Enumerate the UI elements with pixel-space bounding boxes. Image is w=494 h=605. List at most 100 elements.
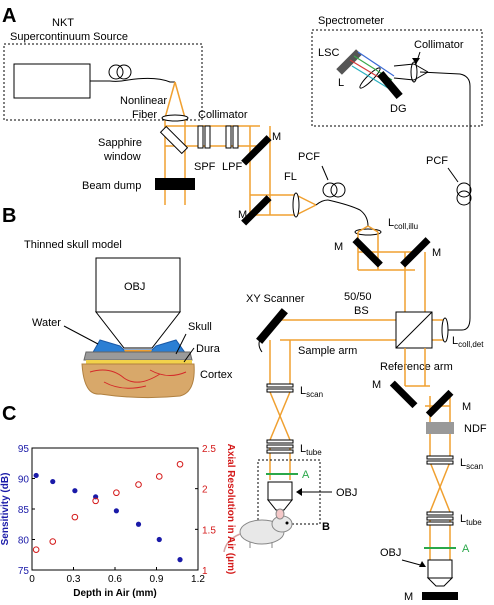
fiber-loop-2 xyxy=(116,64,132,80)
mirror-ref-2 xyxy=(425,389,454,418)
y-right-tick-label: 1 xyxy=(202,566,208,577)
spectrometer-l-label: L xyxy=(338,77,344,89)
lscan-label-2: Lscan xyxy=(460,457,483,471)
model-objective-tip xyxy=(94,311,182,349)
collimator-label: Collimator xyxy=(198,109,248,121)
spf-filter-2 xyxy=(204,125,211,149)
objective-1-body xyxy=(267,481,293,501)
sensitivity-point xyxy=(72,488,78,494)
lscan-lens-1b xyxy=(266,388,294,393)
dg-label: DG xyxy=(390,103,407,115)
obj-2-arrowhead xyxy=(419,561,426,567)
lpf-filter-2 xyxy=(232,125,239,149)
skull-label: Skull xyxy=(188,321,212,333)
ltube-lens-1b xyxy=(266,444,294,449)
reference-mirror-label: M xyxy=(404,591,413,603)
resolution-point xyxy=(135,481,142,488)
lcoll-det-label: Lcoll,det xyxy=(452,335,484,349)
y-right-tick-label: 2 xyxy=(202,485,208,496)
reference-mirror xyxy=(422,592,458,600)
water-pointer xyxy=(63,325,99,345)
cortex-layer xyxy=(81,363,195,399)
x-tick-label: 0.6 xyxy=(108,574,122,585)
lcoll-det-lens xyxy=(441,317,449,343)
bs-label-1: 50/50 xyxy=(344,291,372,303)
sensitivity-point xyxy=(135,521,142,527)
beam-dump-label: Beam dump xyxy=(82,180,141,192)
sensitivity-point xyxy=(33,472,39,479)
mirror-2-label: M xyxy=(238,209,247,221)
x-tick-label: 0.3 xyxy=(67,574,81,585)
lscan-lens-2b xyxy=(426,460,454,465)
nonlinear-label: Nonlinear xyxy=(120,95,167,107)
skull-model-title: Thinned skull model xyxy=(24,239,122,251)
supercontinuum-label: Supercontinuum Source xyxy=(10,31,128,43)
y-right-axis-label: Axial Resolution in Air (μm) xyxy=(225,444,236,575)
beam-dump xyxy=(155,178,195,190)
bs-diagonal xyxy=(395,311,433,349)
mirror-2 xyxy=(241,195,272,226)
beam-reference-arm xyxy=(404,348,451,572)
nkt-source-box xyxy=(3,43,203,121)
ltube-lens-1c xyxy=(266,449,294,454)
pcf-1-pointer xyxy=(321,165,329,181)
pcf-loop-1 xyxy=(322,182,338,198)
lpf-label: LPF xyxy=(222,161,242,173)
spectrometer-label: Spectrometer xyxy=(318,15,384,27)
x-tick-label: 0.9 xyxy=(150,574,164,585)
resolution-point xyxy=(32,546,40,553)
y-left-tick-label: 75 xyxy=(18,566,30,577)
mirror-4 xyxy=(400,237,431,268)
y-left-tick-label: 95 xyxy=(18,444,30,455)
obj-1-arrowhead xyxy=(296,488,302,496)
ndf-filter xyxy=(426,422,454,434)
mouse-illustration xyxy=(223,508,293,553)
skull-layer xyxy=(83,351,193,361)
lsc-camera xyxy=(336,49,362,75)
sensitivity-point xyxy=(113,508,119,514)
spectrometer-lens xyxy=(359,67,381,89)
obj-1-label: OBJ xyxy=(336,487,357,499)
y-left-tick-label: 85 xyxy=(18,505,30,516)
mirror-ref-2-label: M xyxy=(462,401,471,413)
pcf-2-pointer xyxy=(447,167,459,183)
pcf-fiber-2 xyxy=(419,71,471,331)
y-right-tick-label: 2.5 xyxy=(202,444,216,455)
panel-c-label: C xyxy=(2,403,16,425)
laser-source xyxy=(13,63,91,99)
model-objective-body xyxy=(95,257,181,313)
lscan-lens-2a xyxy=(426,455,454,460)
ltube-lens-2c xyxy=(426,521,454,526)
lpf-filter xyxy=(225,125,232,149)
resolution-point xyxy=(49,538,57,545)
mirror-4-label: M xyxy=(432,247,441,259)
panel-b-label: B xyxy=(2,205,16,227)
y-left-axis-label: Sensitivity (dB) xyxy=(0,473,11,546)
ltube-label-2: Ltube xyxy=(460,513,482,527)
mirror-ref-1-label: M xyxy=(372,379,381,391)
sensitivity-point xyxy=(156,536,162,543)
ltube-lens-2b xyxy=(426,516,454,521)
mirror-1 xyxy=(241,135,272,166)
mirror-3 xyxy=(352,237,383,268)
resolution-point xyxy=(92,497,99,505)
resolution-point xyxy=(71,513,79,521)
nonlinear-fiber xyxy=(109,77,175,83)
y-left-tick-label: 80 xyxy=(18,536,30,547)
objective-2-tip xyxy=(426,577,454,587)
spectrometer-box xyxy=(311,29,483,127)
sensitivity-point xyxy=(177,557,183,563)
skull-pointer xyxy=(175,333,187,355)
water-label: Water xyxy=(32,317,61,329)
obj-2-label: OBJ xyxy=(380,547,401,559)
cortex-label: Cortex xyxy=(200,369,233,381)
cortex-vessels xyxy=(89,369,187,389)
pcf-2-loop-1 xyxy=(456,182,472,198)
lscan-lens-1a xyxy=(266,383,294,388)
spectrometer-beam xyxy=(393,63,429,81)
window-label: window xyxy=(103,151,141,163)
a-mark-1: A xyxy=(302,469,310,481)
pcf-2-label: PCF xyxy=(426,155,448,167)
